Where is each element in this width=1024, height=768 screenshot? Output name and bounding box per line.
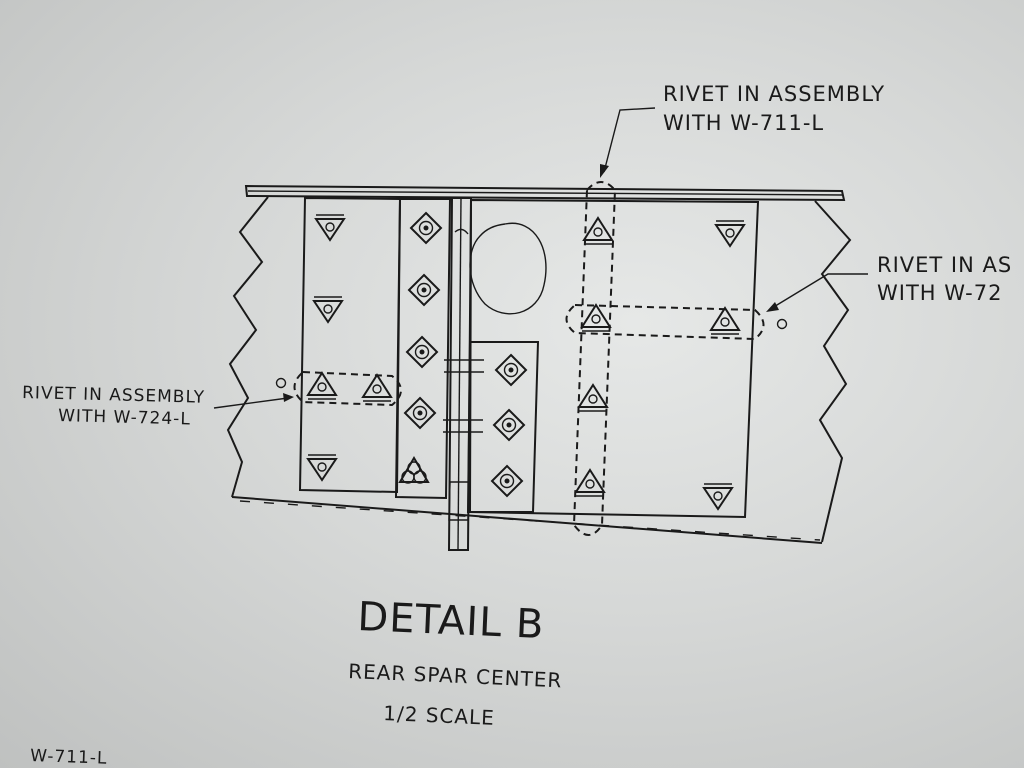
- countersunk-rivet-icon: [702, 483, 734, 511]
- callout-right-line1: RIVET IN AS: [877, 253, 1012, 277]
- countersunk-rivet-icon: [306, 454, 338, 482]
- hand-drawn-circle: [469, 222, 547, 315]
- trefoil-rivet-icon: [398, 456, 430, 484]
- break-line-right: [814, 200, 852, 543]
- lower-center-plate: [466, 341, 540, 513]
- center-strip: [394, 198, 452, 500]
- dimple-rivet-icon: [709, 306, 741, 335]
- left-slot-hole: [275, 377, 287, 389]
- dimple-rivet-icon: [361, 373, 393, 402]
- diamond-rivet-icon: [405, 335, 439, 369]
- countersunk-rivet-icon: [714, 220, 746, 248]
- callout-top-right-line2: WITH W-711-L: [663, 111, 824, 135]
- diamond-rivet-icon: [403, 396, 437, 430]
- callout-top-right-line1: RIVET IN ASSEMBLY: [663, 82, 885, 106]
- diamond-rivet-icon: [409, 211, 443, 245]
- dimple-rivet-icon: [574, 468, 606, 497]
- detail-subtitle: REAR SPAR CENTER: [348, 659, 563, 692]
- callout-left-line1: RIVET IN ASSEMBLY: [22, 383, 205, 408]
- callout-right-line2: WITH W-72: [877, 281, 1002, 305]
- diamond-rivet-icon: [494, 353, 528, 387]
- dimple-rivet-icon: [582, 216, 614, 245]
- countersunk-rivet-icon: [314, 214, 346, 242]
- left-horizontal-slot: [293, 370, 402, 407]
- rivet-symbols: [306, 211, 746, 511]
- leader-lines: [213, 107, 868, 409]
- spar-bottom-edge: [231, 496, 823, 544]
- spar-flange: [244, 184, 846, 202]
- vertical-channel: [443, 197, 484, 551]
- detail-title: DETAIL B: [357, 594, 546, 648]
- dimple-rivet-icon: [580, 303, 612, 332]
- diamond-rivet-icon: [407, 273, 441, 307]
- break-line-left: [226, 196, 269, 498]
- right-plate: [468, 198, 760, 519]
- dimple-rivet-icon: [306, 371, 338, 400]
- footer-part-label: W-711-L: [30, 746, 108, 768]
- dimple-rivet-icon: [577, 383, 609, 412]
- detail-scale: 1/2 SCALE: [383, 701, 496, 730]
- countersunk-rivet-icon: [312, 296, 344, 324]
- diamond-rivet-icon: [490, 464, 524, 498]
- right-slot-hole: [776, 318, 788, 330]
- diamond-rivet-icon: [492, 408, 526, 442]
- left-doubler-plate: [298, 196, 402, 494]
- callout-left-line2: WITH W-724-L: [58, 406, 191, 429]
